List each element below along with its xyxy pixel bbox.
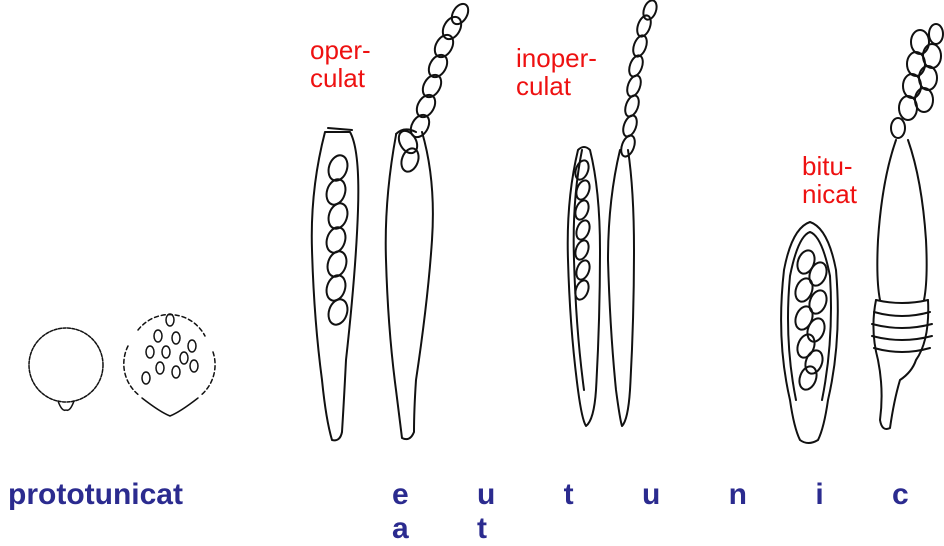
prototunicate-ascus-closed <box>29 328 103 410</box>
inoperculate-ascus-closed <box>568 147 600 426</box>
label-bitunicat: bitu- nicat <box>802 152 857 208</box>
label-eutunicat: e u t u n i c a t <box>392 478 944 546</box>
bitunicate-ascus-closed <box>781 222 838 443</box>
prototunicate-ascus-dissolving <box>124 314 215 416</box>
bitunicate-ascus-discharged <box>872 24 943 429</box>
operculate-ascus-discharged <box>386 1 472 439</box>
label-inoperculat: inoper- culat <box>516 44 597 100</box>
ascus-diagram <box>0 0 944 508</box>
label-prototunicat: prototunicat <box>8 478 183 512</box>
inoperculate-ascus-discharged <box>608 0 659 426</box>
operculate-ascus-closed <box>312 128 359 440</box>
label-operculat: oper- culat <box>310 36 371 92</box>
